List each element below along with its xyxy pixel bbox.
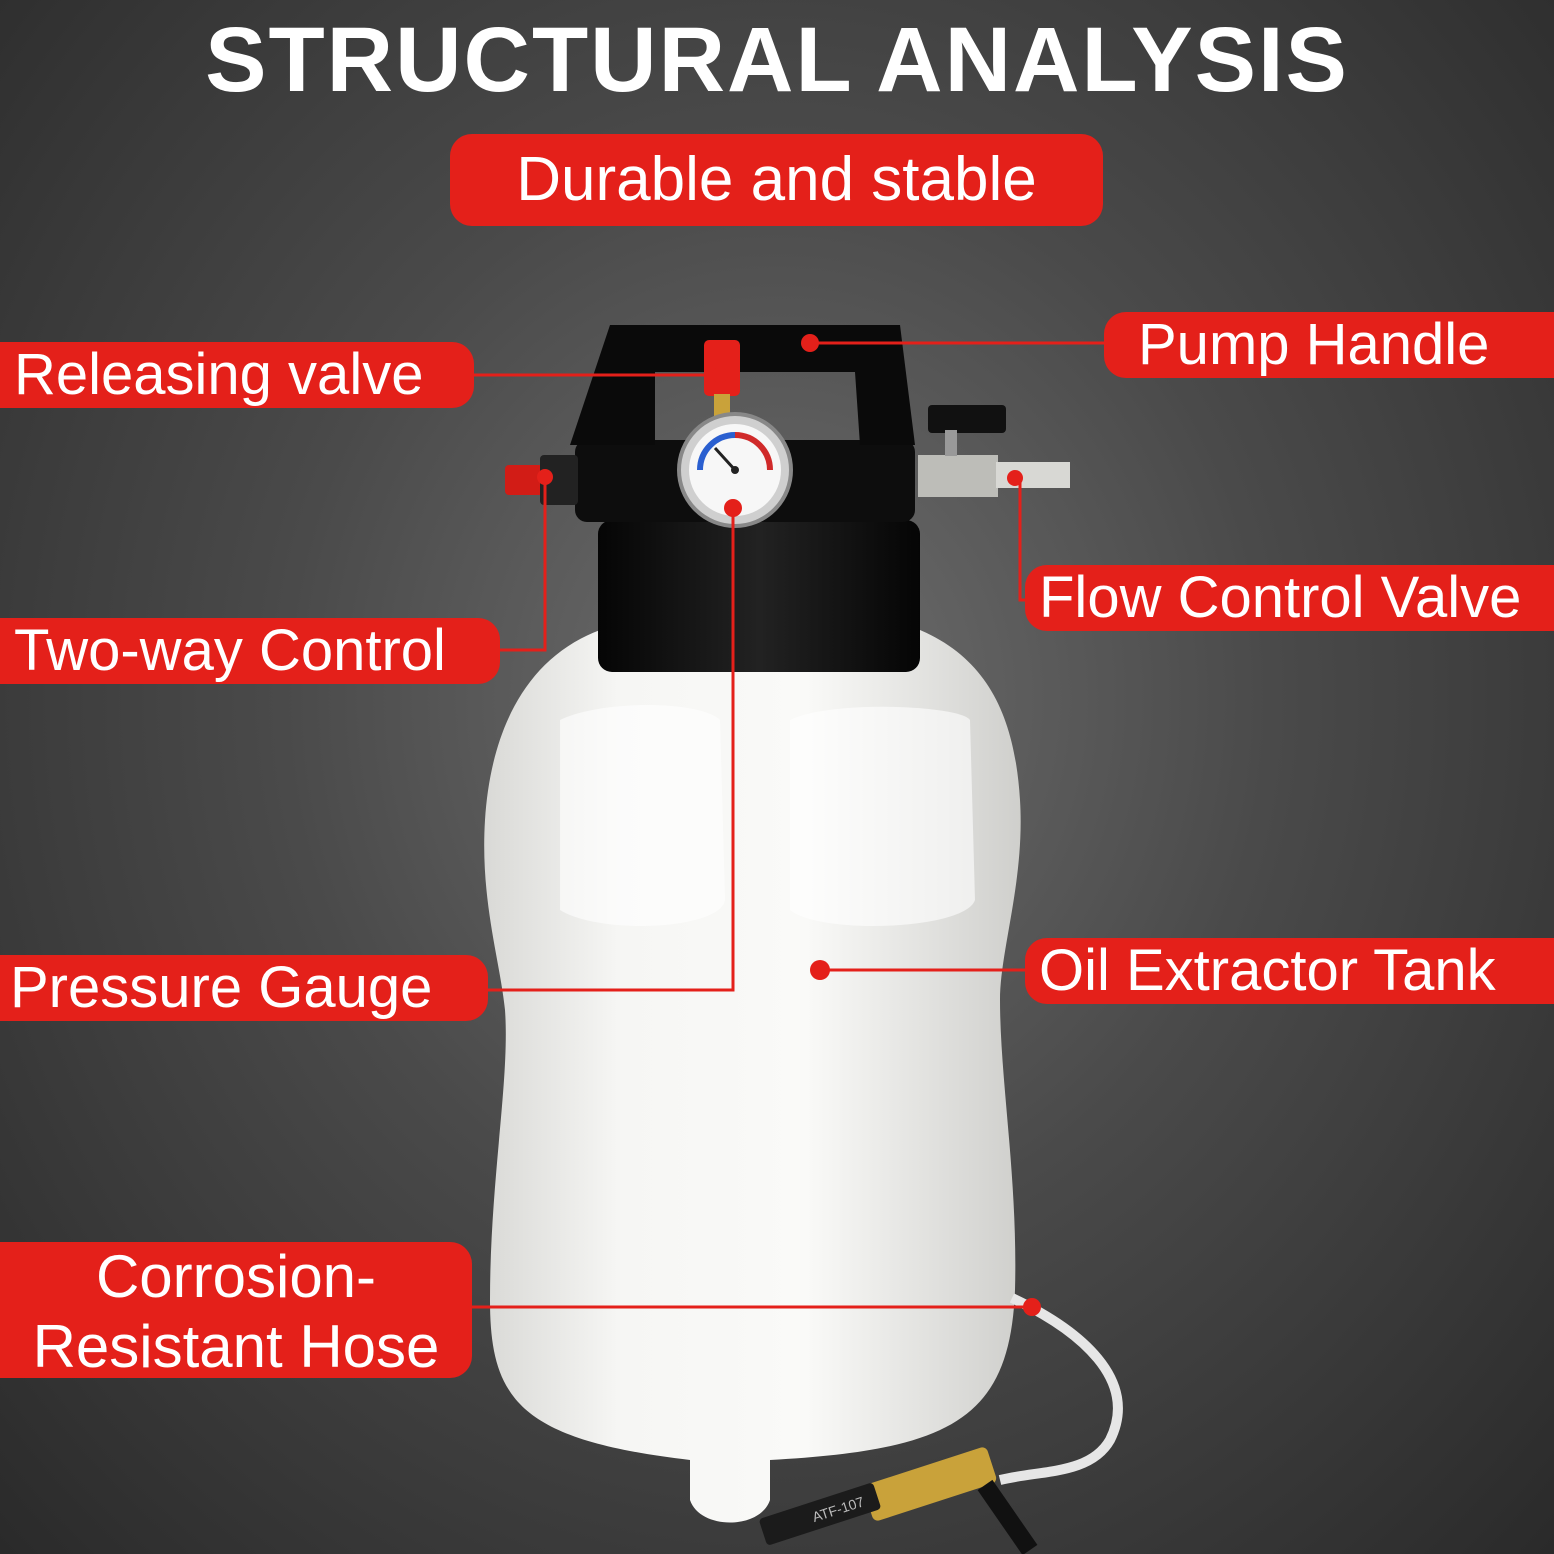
pressure-gauge: [677, 412, 793, 528]
hose-adapter: ATF-107: [759, 1447, 1038, 1554]
subtitle-badge: Durable and stable: [450, 134, 1103, 226]
pressure-gauge-label: Pressure Gauge: [0, 955, 488, 1021]
two-way-control-label: Two-way Control: [0, 618, 500, 684]
leader-lines: [470, 341, 1105, 1309]
flow-control-valve: [918, 405, 1070, 497]
oil-extractor-tank: [484, 630, 1021, 1523]
releasing-valve-label: Releasing valve: [0, 342, 474, 408]
oil-extractor-tank-label: Oil Extractor Tank: [1025, 938, 1554, 1004]
leader-dots: [537, 334, 1041, 1316]
hose: [998, 1293, 1123, 1485]
flow-control-valve-label: Flow Control Valve: [1025, 565, 1554, 631]
two-way-control: [505, 455, 578, 505]
hose-label: Corrosion-Resistant Hose: [0, 1242, 472, 1378]
page-title: STRUCTURAL ANALYSIS: [205, 9, 1349, 111]
pump-handle: [570, 325, 915, 445]
pump-handle-label: Pump Handle: [1104, 312, 1554, 378]
